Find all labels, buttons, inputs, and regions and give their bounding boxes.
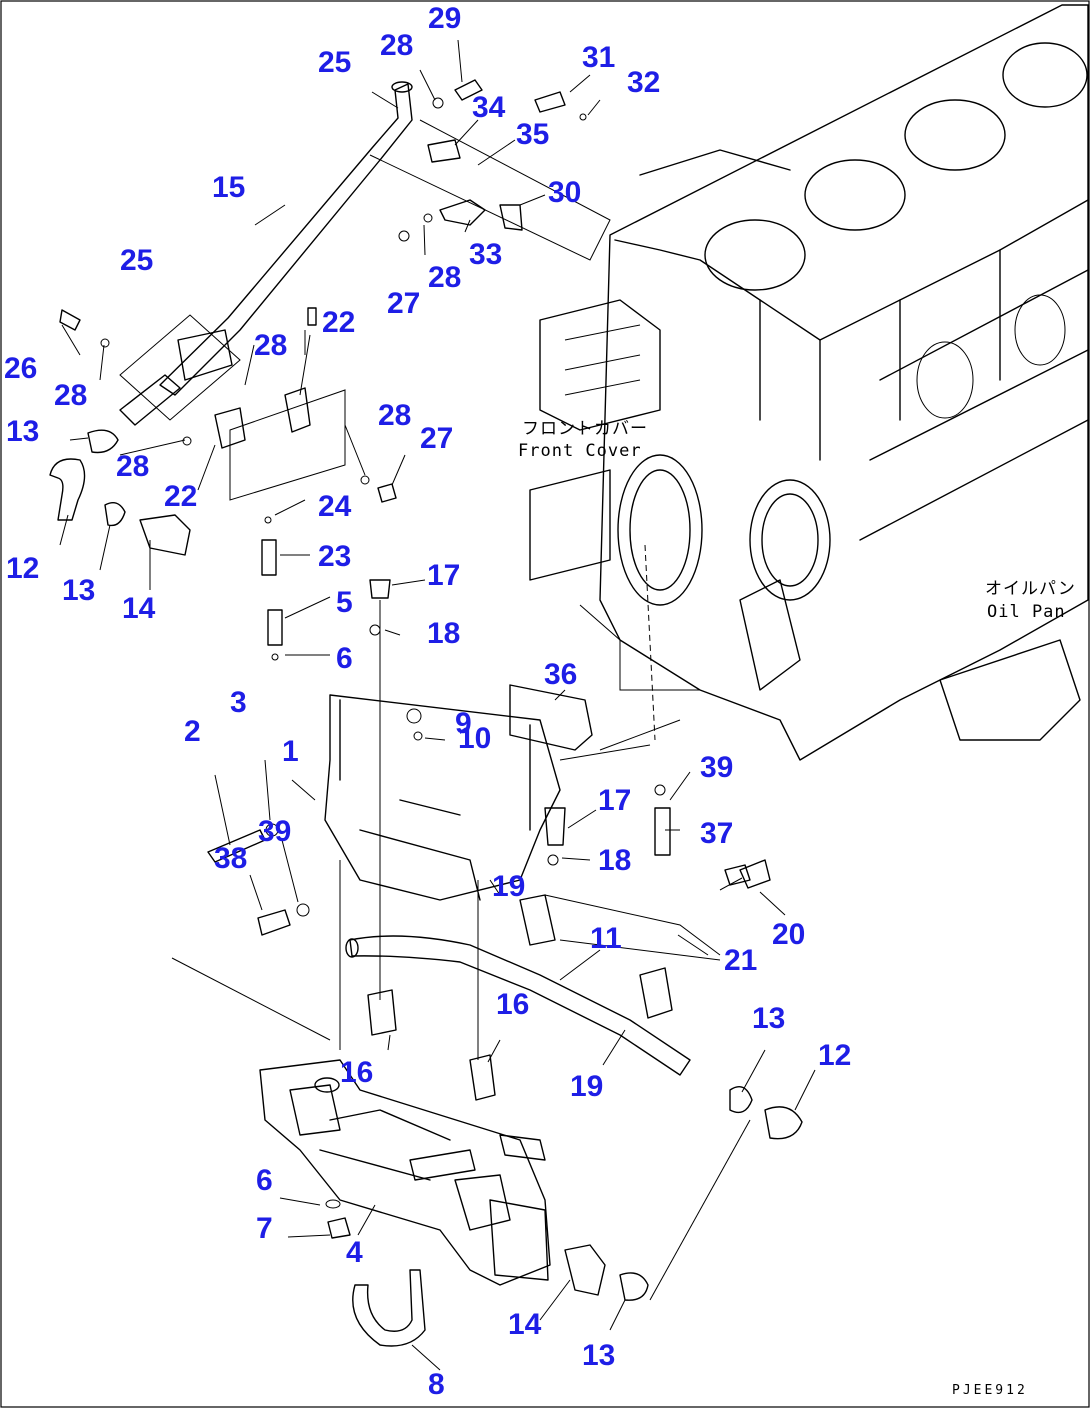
callout-16: 16 (340, 1056, 373, 1089)
callout-23: 23 (318, 540, 351, 573)
oil-pan-label-jp: オイルパン (985, 579, 1076, 599)
callout-33: 33 (469, 238, 502, 271)
callout-28: 28 (54, 379, 87, 412)
callout-15: 15 (212, 171, 245, 204)
bracket-assembly (207, 579, 681, 1060)
upper-pipe-assembly (49, 79, 611, 576)
callout-19: 19 (570, 1070, 603, 1103)
callout-28: 28 (428, 261, 461, 294)
callout-12: 12 (6, 552, 39, 585)
lower-assembly (171, 957, 649, 1347)
callout-5: 5 (336, 586, 353, 619)
callout-30: 30 (548, 176, 581, 209)
callout-22: 22 (164, 480, 197, 513)
callout-17: 17 (598, 784, 631, 817)
callout-31: 31 (582, 41, 615, 74)
callout-11: 11 (590, 922, 622, 955)
callout-8: 8 (428, 1368, 445, 1401)
callout-18: 18 (598, 844, 631, 877)
callout-25: 25 (120, 244, 153, 277)
callout-34: 34 (472, 91, 506, 124)
callout-2: 2 (184, 715, 201, 748)
callout-25: 25 (318, 46, 351, 79)
callout-6: 6 (336, 642, 353, 675)
callout-21: 21 (724, 944, 757, 977)
callout-28: 28 (254, 329, 287, 362)
callout-19: 19 (492, 870, 525, 903)
callout-18: 18 (427, 617, 460, 650)
drawing-code: PJEE912 (952, 1383, 1028, 1398)
callout-7: 7 (256, 1212, 273, 1245)
callout-1: 1 (282, 735, 299, 768)
callout-9: 9 (455, 707, 472, 740)
callout-27: 27 (387, 287, 420, 320)
callout-29: 29 (428, 2, 461, 35)
callout-24: 24 (318, 490, 352, 523)
callout-12: 12 (818, 1039, 851, 1072)
callout-22: 22 (322, 306, 355, 339)
callout-32: 32 (627, 66, 660, 99)
callout-13: 13 (752, 1002, 785, 1035)
callout-13: 13 (62, 574, 95, 607)
front-cover-label-jp: フロントカバー (522, 419, 648, 439)
callout-10: 10 (458, 722, 491, 755)
callout-20: 20 (772, 918, 805, 951)
oil-pan-label-en: Oil Pan (987, 602, 1066, 622)
engine-block (529, 4, 1089, 761)
callout-39: 39 (258, 815, 291, 848)
front-cover-label-en: Front Cover (518, 441, 642, 461)
callout-6: 6 (256, 1164, 273, 1197)
callout-28: 28 (378, 399, 411, 432)
callout-28: 28 (380, 29, 413, 62)
lower-pipe (345, 859, 803, 1301)
callout-3: 3 (230, 686, 247, 719)
callout-26: 26 (4, 352, 37, 385)
callout-17: 17 (427, 559, 460, 592)
leader-lines (59, 39, 816, 1371)
callout-35: 35 (516, 118, 549, 151)
callout-27: 27 (420, 422, 453, 455)
callout-numbers: 29 28 25 31 32 34 35 15 30 33 25 28 27 2… (4, 2, 851, 1401)
callout-4: 4 (346, 1236, 363, 1269)
callout-28: 28 (116, 450, 149, 483)
callout-39: 39 (700, 751, 733, 784)
callout-37: 37 (700, 817, 733, 850)
callout-13: 13 (582, 1339, 615, 1372)
callout-13: 13 (6, 415, 39, 448)
callout-16: 16 (496, 988, 529, 1021)
callout-14: 14 (508, 1308, 542, 1341)
callout-36: 36 (544, 658, 577, 691)
callout-14: 14 (122, 592, 156, 625)
callout-38: 38 (214, 842, 247, 875)
